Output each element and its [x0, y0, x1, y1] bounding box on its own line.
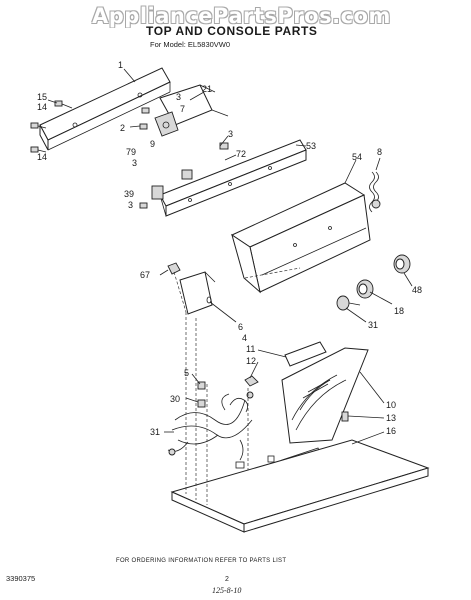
- callout-8: 8: [377, 147, 382, 157]
- callout-53: 53: [306, 141, 316, 151]
- callout-18: 18: [394, 306, 404, 316]
- callout-31a: 31: [368, 320, 378, 330]
- callout-31b: 31: [150, 427, 160, 437]
- callout-30: 30: [170, 394, 180, 404]
- callout-14a: 14: [37, 102, 47, 112]
- callout-12: 12: [246, 356, 256, 366]
- callout-3b: 3: [228, 129, 233, 139]
- model-line: For Model: EL5830VW0: [150, 40, 231, 49]
- callout-3a: 3: [176, 92, 181, 102]
- callout-5: 5: [184, 368, 189, 378]
- diagram-title: TOP AND CONSOLE PARTS: [146, 24, 318, 38]
- callout-54: 54: [352, 152, 362, 162]
- callout-9: 9: [150, 139, 155, 149]
- callout-2: 2: [120, 123, 125, 133]
- watermark: AppliancePartsPros.com: [92, 4, 391, 28]
- document-number: 3390375: [6, 574, 36, 583]
- callout-4: 4: [242, 333, 247, 343]
- callout-15: 15: [37, 92, 47, 102]
- part-console-panel: [230, 182, 371, 294]
- part-bracket-bar: [39, 67, 171, 151]
- callout-21: 21: [202, 84, 212, 94]
- callout-72: 72: [236, 149, 246, 159]
- callout-3d: 3: [128, 200, 133, 210]
- alignment-dashes: [173, 267, 301, 505]
- callout-10: 10: [386, 400, 396, 410]
- callout-16: 16: [386, 426, 396, 436]
- callout-13: 13: [386, 413, 396, 423]
- part-harness-8: [369, 171, 381, 213]
- page-number: 2: [225, 576, 229, 583]
- callout-3c: 3: [132, 158, 137, 168]
- callout-79: 79: [126, 147, 136, 157]
- callout-14b: 14: [37, 152, 47, 162]
- callout-1: 1: [118, 60, 123, 70]
- callout-11: 11: [246, 344, 255, 354]
- part-clip-13: [341, 411, 349, 422]
- part-nut-67: [167, 262, 181, 275]
- callout-6: 6: [238, 322, 243, 332]
- part-control-bracket: [139, 84, 229, 137]
- handwritten-note: 125-8-10: [212, 586, 242, 595]
- callout-48: 48: [412, 285, 422, 295]
- part-side-bracket: [179, 271, 216, 315]
- part-wiring-harness: [167, 381, 254, 461]
- part-knobs: [336, 254, 411, 311]
- leader-lines: [47, 68, 413, 445]
- callout-labels: 1 15 14 21 3 2 7 9 3 14 79 3 72 53 54 8 …: [37, 60, 422, 437]
- part-top-plate: [170, 439, 430, 533]
- part-console-rail: [139, 139, 307, 217]
- callout-7: 7: [180, 104, 185, 114]
- callout-67: 67: [140, 270, 150, 280]
- part-bracket-11: [244, 341, 327, 387]
- part-screws-left: [30, 100, 73, 153]
- callout-39: 39: [124, 189, 134, 199]
- ordering-note: FOR ORDERING INFORMATION REFER TO PARTS …: [116, 558, 287, 564]
